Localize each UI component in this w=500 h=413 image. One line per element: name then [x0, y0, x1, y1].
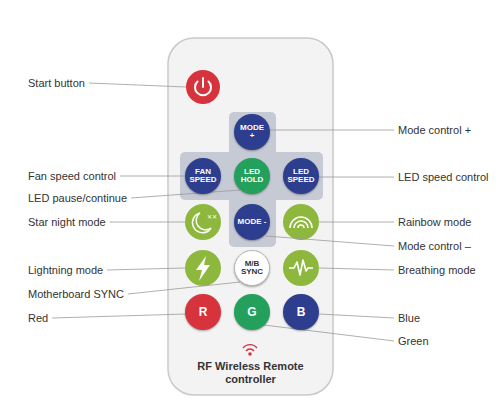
fan-speed-button: FAN SPEED — [185, 158, 221, 194]
callout-label: Rainbow mode — [398, 215, 471, 229]
callout-label: Green — [398, 334, 429, 348]
rf-icon — [243, 345, 257, 351]
button-label: LED HOLD — [237, 168, 267, 184]
leader-line — [107, 268, 185, 270]
leader-line — [128, 282, 240, 294]
button-label: B — [286, 306, 316, 318]
callout-label: LED speed control — [398, 170, 489, 184]
rainbow-icon — [290, 217, 312, 228]
led-hold-button: LED HOLD — [234, 158, 270, 194]
rf-icon — [248, 352, 252, 356]
leader-line — [319, 268, 394, 270]
leader-line — [266, 236, 394, 246]
remote-caption: RF Wireless Remote controller — [188, 360, 313, 386]
leader-line — [110, 222, 185, 223]
callout-label: Fan speed control — [28, 169, 116, 183]
button-label: M/B SYNC — [237, 260, 267, 276]
leader-line — [270, 130, 394, 131]
mb-sync-button: M/B SYNC — [234, 250, 270, 286]
leader-line — [264, 325, 394, 341]
cross-pad — [180, 152, 323, 200]
star-night-button — [185, 204, 221, 240]
star-icon: ✕✕ — [207, 213, 217, 220]
callout-label: Blue — [398, 311, 420, 325]
leader-line — [319, 314, 394, 318]
leader-line — [131, 190, 240, 198]
callout-label: Lightning mode — [28, 263, 103, 277]
leader-line — [120, 176, 185, 177]
callout-label: Start button — [28, 76, 85, 90]
leader-line — [52, 314, 186, 318]
callout-label: Star night mode — [28, 215, 106, 229]
button-label: LED SPEED — [286, 168, 316, 184]
leader-line — [319, 177, 394, 178]
leader-line — [319, 222, 394, 223]
green-button: G — [234, 294, 270, 330]
button-label: R — [188, 306, 218, 318]
leader-line — [89, 83, 186, 87]
button-label: G — [237, 306, 267, 318]
power-icon — [202, 78, 204, 87]
lightning-button — [185, 250, 221, 286]
callout-label: Mode control – — [398, 239, 471, 253]
blue-button: B — [283, 294, 319, 330]
mode-plus-button: MODE + — [234, 114, 270, 150]
start-button — [186, 70, 220, 104]
led-speed-button: LED SPEED — [283, 158, 319, 194]
callout-label: Breathing mode — [398, 263, 476, 277]
remote-body: RF Wireless Remote controller MODE + FAN S… — [168, 38, 333, 395]
button-label: MODE + — [237, 124, 267, 140]
remote-housing — [168, 38, 333, 395]
callout-label: Mode control + — [398, 123, 471, 137]
breathing-icon — [289, 260, 313, 275]
mode-minus-button: MODE - — [234, 204, 270, 240]
callout-label: Red — [28, 311, 48, 325]
callout-label: Motherboard SYNC — [28, 287, 124, 301]
cross-pad — [229, 112, 276, 247]
callout-label: LED pause/continue — [28, 191, 127, 205]
button-label: FAN SPEED — [188, 168, 218, 184]
breathing-button — [283, 250, 319, 286]
lightning-icon — [196, 256, 210, 281]
red-button: R — [185, 294, 221, 330]
rainbow-button — [283, 204, 319, 240]
button-label: MODE - — [237, 218, 267, 226]
